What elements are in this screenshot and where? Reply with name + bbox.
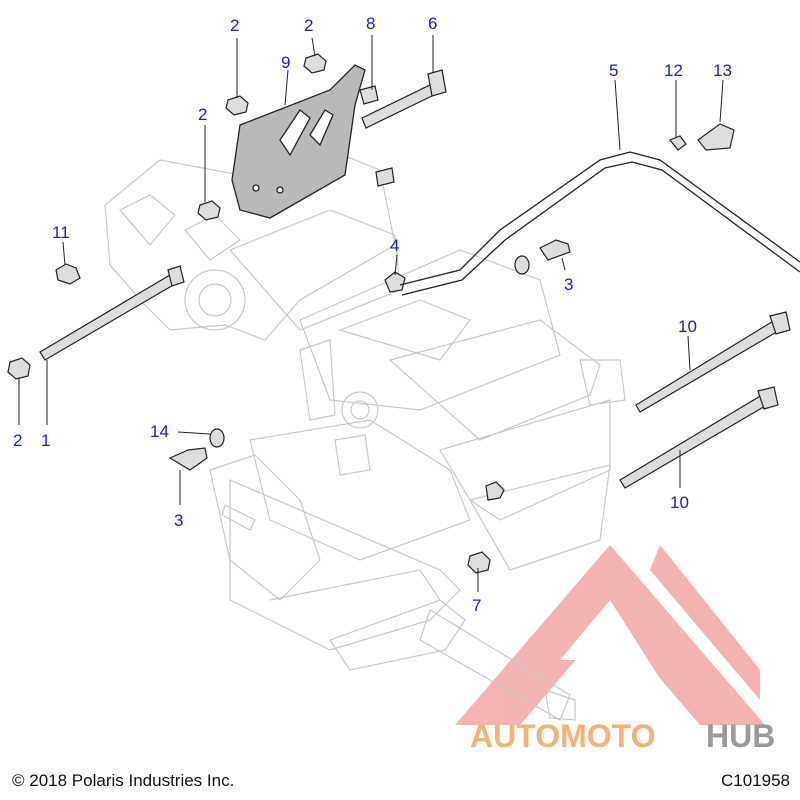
callout-label: 1 <box>41 431 50 450</box>
callout-label: 6 <box>428 14 437 33</box>
drawing-id: C101958 <box>720 771 790 790</box>
callout-label: 7 <box>472 596 481 615</box>
callout-label: 3 <box>564 275 573 294</box>
mounting-bracket <box>231 64 366 219</box>
copyright-text: © 2018 Polaris Industries Inc. <box>12 771 235 790</box>
callout-label: 8 <box>366 14 375 33</box>
watermark-text-hub: HUB <box>706 718 775 754</box>
callout-label: 11 <box>52 223 70 242</box>
callout-label: 14 <box>150 422 169 441</box>
callout-label: 2 <box>13 431 22 450</box>
callout-label: 12 <box>664 61 683 80</box>
transmission-housing <box>104 149 626 721</box>
callout-label: 3 <box>174 511 183 530</box>
callout-label: 2 <box>304 16 313 35</box>
fasteners <box>7 53 791 574</box>
callout-label: 2 <box>198 105 207 124</box>
callout-label: 9 <box>281 53 290 72</box>
watermark-text-automoto: AUTOMOTO <box>470 718 655 754</box>
callout-label: 2 <box>230 16 239 35</box>
breather-hose <box>399 151 800 296</box>
callout-label: 10 <box>670 493 689 512</box>
leader-lines <box>18 35 724 592</box>
callout-labels: 2 2 8 6 9 2 5 12 13 2 4 11 3 2 1 10 14 3… <box>13 14 732 615</box>
watermark-logo <box>455 545 765 725</box>
callout-label: 10 <box>678 317 697 336</box>
callout-label: 5 <box>609 61 618 80</box>
callout-label: 4 <box>390 236 399 255</box>
callout-label: 13 <box>713 61 732 80</box>
